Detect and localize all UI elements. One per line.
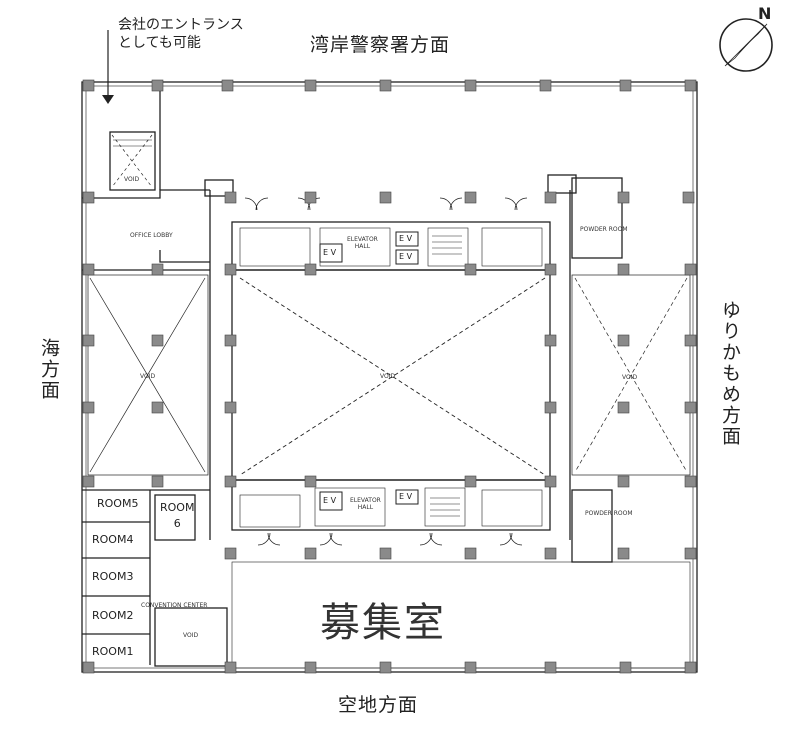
- ev-label: E V: [399, 252, 413, 261]
- void-label-left: VOID: [140, 373, 156, 380]
- direction-left-label: 海方面: [38, 338, 60, 401]
- powder-room-top-label: POWDER ROOM: [580, 226, 628, 233]
- right-void: [571, 274, 691, 476]
- room-6: ROOM 6: [160, 501, 195, 530]
- north-label: N: [758, 4, 772, 23]
- ev-label: E V: [323, 496, 337, 505]
- vacancy-room-outline: [231, 561, 691, 669]
- void-label-right: VOID: [622, 374, 638, 381]
- convention-center-label: CONVENTION CENTER: [141, 602, 208, 609]
- room-2: ROOM2: [92, 609, 134, 622]
- elevator-hall-top-label: ELEVATOR HALL: [347, 236, 378, 250]
- void-label-bottom-left: VOID: [183, 632, 199, 639]
- column-grid: [82, 79, 697, 674]
- direction-right-label: ゆりかもめ方面: [719, 300, 741, 447]
- void-label-top-left: VOID: [124, 176, 140, 183]
- room-4: ROOM4: [92, 533, 134, 546]
- direction-bottom-label: 空地方面: [338, 694, 419, 716]
- office-lobby-label: OFFICE LOBBY: [130, 232, 173, 239]
- entrance-arrow: [102, 30, 114, 104]
- direction-top-label: 湾岸警察署方面: [310, 34, 451, 56]
- vacancy-label: 募集室: [320, 600, 446, 646]
- bottom-core: [231, 479, 551, 531]
- powder-room-bottom-label: POWDER ROOM: [585, 510, 633, 517]
- top-core: [231, 221, 551, 271]
- room-5: ROOM5: [97, 497, 139, 510]
- north-compass-icon: [719, 18, 773, 72]
- ev-label: E V: [399, 234, 413, 243]
- ev-label: E V: [399, 492, 413, 501]
- void-label-center: VOID: [380, 373, 396, 380]
- room-3: ROOM3: [92, 570, 134, 583]
- ev-label: E V: [323, 248, 337, 257]
- elevator-hall-bottom-label: ELEVATOR HALL: [350, 497, 381, 511]
- left-void: [87, 274, 209, 476]
- entrance-note: 会社のエントランス としても可能: [118, 17, 244, 51]
- room-1: ROOM1: [92, 645, 134, 658]
